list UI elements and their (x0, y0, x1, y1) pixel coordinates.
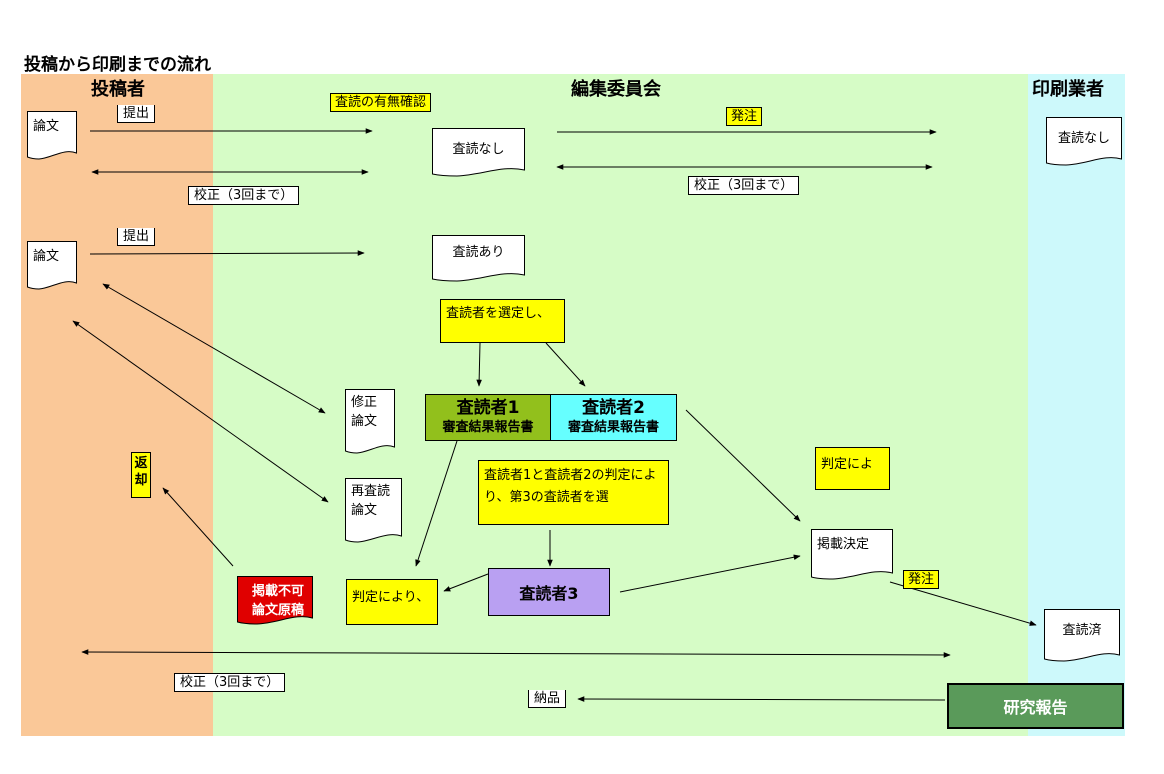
document-icon (1044, 609, 1120, 662)
box-select-reviewers: 査読者を選定し、 (440, 299, 565, 343)
arrow-reviewer1-judgement (415, 440, 458, 567)
document-icon (432, 128, 525, 177)
document-icon (345, 389, 395, 454)
doc-paper-2: 論文 (27, 241, 77, 293)
doc-revised-line1: 修正 (351, 395, 378, 410)
doc-no-review-editor-label: 査読なし (452, 142, 505, 157)
document-icon (27, 241, 77, 290)
document-icon (432, 235, 525, 282)
arrow-order-2 (889, 581, 1037, 626)
arrow-select-reviewer1 (476, 342, 482, 387)
label-proof-1: 校正（3回まで） (188, 186, 300, 205)
doc-revised-line2: 論文 (351, 414, 378, 429)
label-delivery: 納品 (528, 690, 567, 708)
reviewer-1-name: 査読者1 (456, 398, 520, 418)
box-research-report: 研究報告 (947, 683, 1124, 729)
doc-reject-line2: 論文原稿 (251, 603, 304, 618)
document-icon (1046, 117, 1122, 166)
arrow-reviewer3-judgement (443, 573, 489, 592)
lane-printer-heading: 印刷業者 (1032, 79, 1104, 100)
doc-paper-1-label: 論文 (33, 119, 60, 134)
doc-no-review-printer: 査読なし (1046, 117, 1122, 169)
doc-rereview-line1: 再査読 (351, 484, 391, 499)
label-proof-3: 校正（3回まで） (174, 673, 286, 692)
box-reviewer-3: 査読者3 (488, 568, 610, 616)
reviewer-2-sub: 審査結果報告書 (567, 420, 659, 435)
label-order-2: 発注 (903, 570, 940, 589)
box-judgement-left: 判定により、 (346, 579, 438, 625)
doc-no-review-editor: 査読なし (432, 128, 525, 180)
box-judgement-right: 判定によ (815, 447, 890, 490)
doc-publish-decision-label: 掲載決定 (817, 537, 870, 552)
doc-paper-2-label: 論文 (33, 249, 60, 264)
doc-publish-decision: 掲載決定 (811, 529, 893, 583)
arrow-proof-3 (81, 649, 951, 658)
arrow-submit-2 (89, 250, 365, 256)
doc-reject: 掲載不可 論文原稿 (237, 576, 313, 628)
box-reviewer-1: 査読者1 審査結果報告書 (425, 394, 551, 441)
return-line2: 却 (134, 473, 148, 488)
doc-revised-paper: 修正 論文 (345, 389, 395, 457)
document-icon (237, 576, 313, 625)
arrow-select-reviewer2 (545, 342, 586, 387)
arrow-rereview-paper (72, 320, 329, 503)
reviewer-1-sub: 審査結果報告書 (442, 420, 534, 435)
doc-no-review-printer-label: 査読なし (1057, 131, 1110, 146)
arrow-reviewer3-decision (619, 554, 801, 593)
document-icon (345, 478, 402, 543)
box-third-reviewer-note: 査読者1と査読者2の判定により、第3の査読者を選 (478, 460, 669, 525)
arrow-reviewer2-decision (685, 409, 801, 522)
doc-reviewed-printer: 査読済 (1044, 609, 1120, 665)
arrow-reject-return (162, 487, 234, 567)
doc-rereview-line2: 論文 (351, 503, 378, 518)
document-icon (811, 529, 893, 580)
arrow-revised-paper (102, 283, 326, 414)
label-proof-2: 校正（3回まで） (688, 176, 800, 195)
doc-reviewed-printer-label: 査読済 (1062, 623, 1102, 638)
lane-author-heading: 投稿者 (91, 79, 145, 100)
return-line1: 返 (134, 456, 148, 471)
doc-rereview-paper: 再査読 論文 (345, 478, 402, 546)
box-return: 返 却 (131, 452, 151, 498)
lane-editor-heading: 編集委員会 (571, 79, 661, 100)
label-submit-2: 提出 (117, 228, 156, 246)
reviewer-2-name: 査読者2 (582, 398, 645, 418)
doc-paper-1: 論文 (27, 111, 77, 163)
doc-with-review-label: 査読あり (452, 245, 505, 260)
document-icon (27, 111, 77, 160)
label-order-1: 発注 (726, 107, 763, 126)
label-check-review: 査読の有無確認 (330, 93, 432, 112)
box-reviewer-2: 査読者2 審査結果報告書 (550, 394, 677, 441)
doc-reject-line1: 掲載不可 (251, 584, 304, 599)
doc-with-review: 査読あり (432, 235, 525, 285)
page-title: 投稿から印刷までの流れ (24, 55, 211, 75)
arrow-delivery (577, 696, 946, 702)
label-submit-1: 提出 (117, 105, 156, 123)
